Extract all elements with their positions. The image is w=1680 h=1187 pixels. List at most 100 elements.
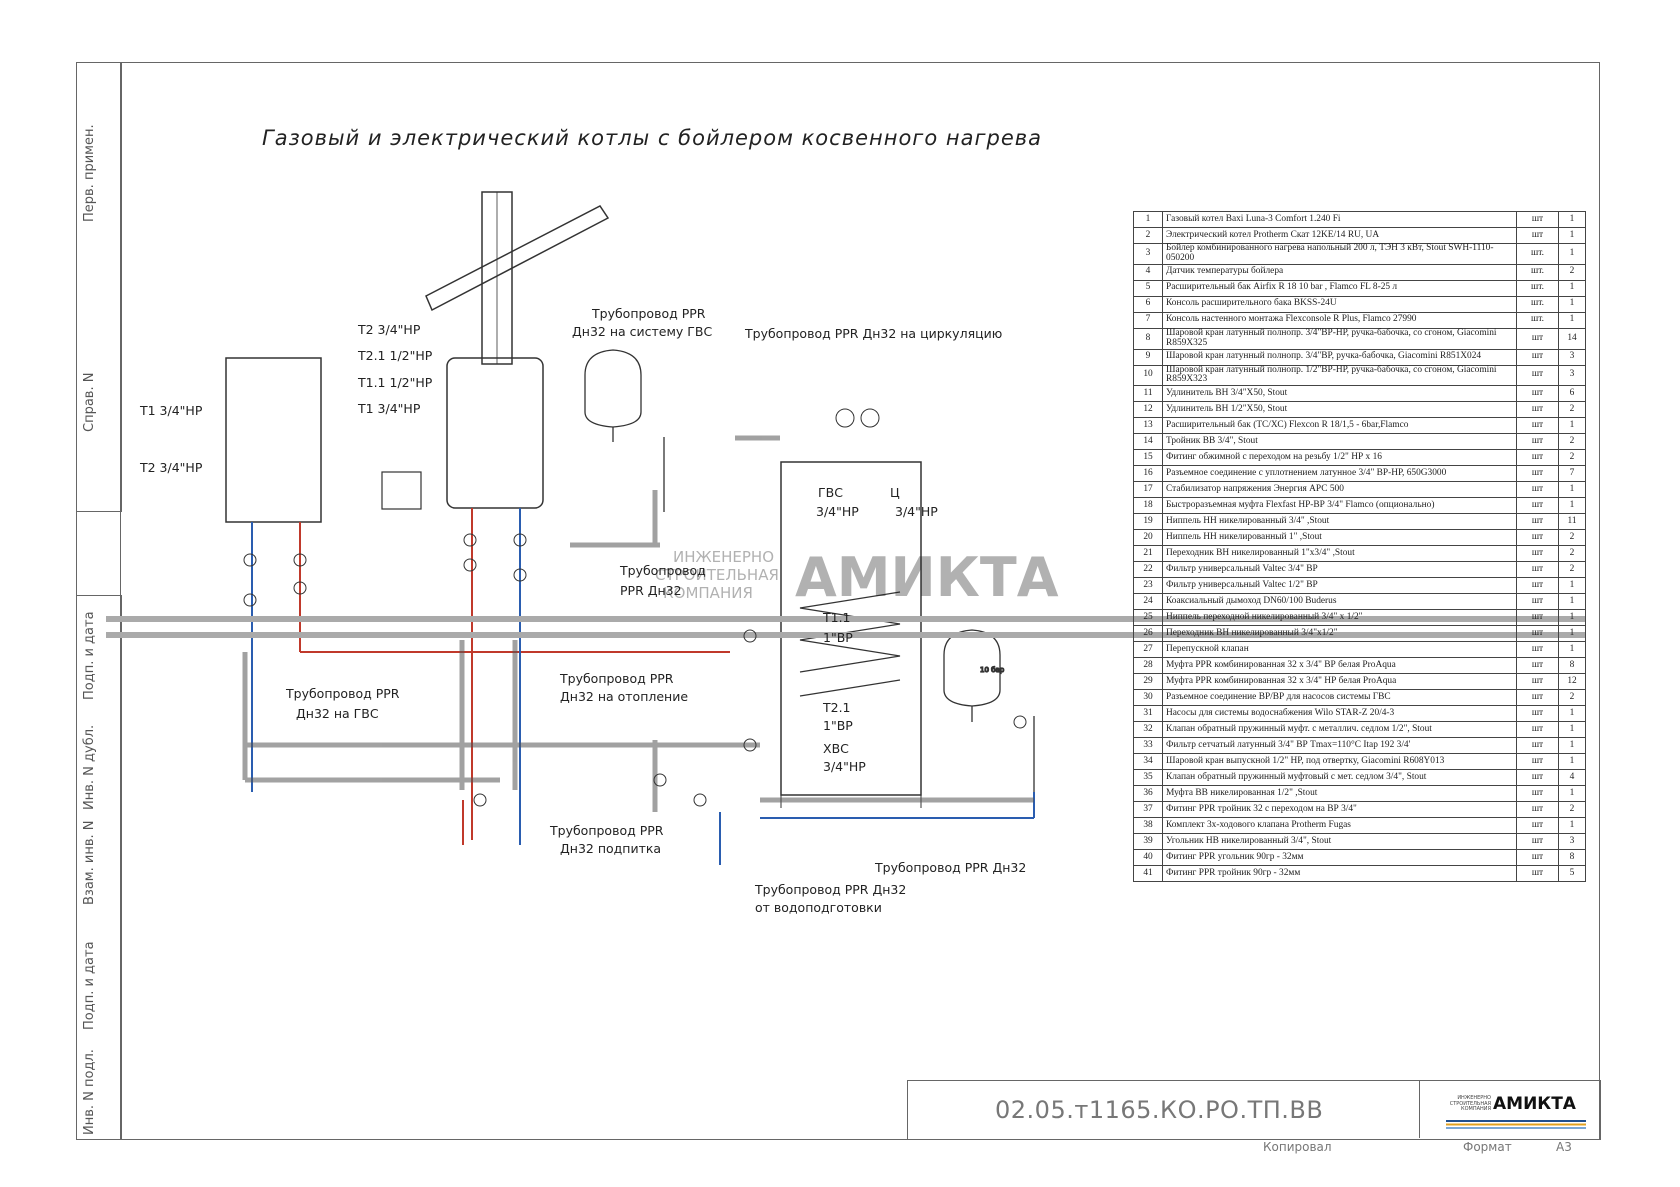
- spec-cell-n: 10: [1133, 364, 1163, 387]
- title-block: [907, 1080, 1601, 1140]
- spec-cell-q: 1: [1558, 737, 1586, 755]
- spec-cell-d: Шаровой кран выпускной 1/2" НР, под отве…: [1162, 753, 1517, 771]
- spec-cell-d: Шаровой кран латунный полнопр. 3/4"ВР-НР…: [1162, 327, 1517, 350]
- spec-cell-n: 23: [1133, 577, 1163, 595]
- specification-table: 1 Газовый котел Baxi Luna-3 Comfort 1.240…: [1133, 211, 1586, 883]
- spec-cell-n: 31: [1133, 705, 1163, 723]
- label-ppr-heat-2: Дн32 на отопление: [560, 689, 688, 704]
- spec-cell-q: 1: [1558, 279, 1586, 297]
- spec-cell-q: 8: [1558, 849, 1586, 867]
- spec-cell-n: 13: [1133, 417, 1163, 435]
- spec-cell-q: 3: [1558, 348, 1586, 366]
- spec-cell-d: Разъемное соединение ВР/ВР для насосов с…: [1162, 689, 1517, 707]
- spec-cell-u: шт: [1516, 227, 1559, 244]
- label-c-2: 3/4"НР: [895, 504, 938, 519]
- spec-cell-n: 29: [1133, 673, 1163, 691]
- spec-cell-d: Ниппель переходной никелированный 3/4" х…: [1162, 609, 1517, 627]
- label-ppr-heat-1: Трубопровод PPR: [559, 671, 674, 686]
- spec-cell-q: 4: [1558, 769, 1586, 787]
- spec-cell-q: 14: [1558, 327, 1586, 350]
- spec-cell-d: Клапан обратный пружинный муфтовый с мет…: [1162, 769, 1517, 787]
- label-t2-left: Т2 3/4"НР: [139, 460, 203, 475]
- spec-cell-q: 1: [1558, 817, 1586, 835]
- spec-cell-d: Комплект 3х-ходового клапана Protherm Fu…: [1162, 817, 1517, 835]
- side-strip-top: [76, 62, 122, 512]
- spec-cell-u: шт: [1516, 401, 1559, 419]
- spec-cell-q: 1: [1558, 577, 1586, 595]
- logo-box: [1419, 1080, 1600, 1138]
- spec-cell-u: шт: [1516, 785, 1559, 803]
- spec-cell-u: шт: [1516, 417, 1559, 435]
- spec-cell-u: шт: [1516, 817, 1559, 835]
- spec-cell-d: Быстроразъемная муфта Flexfast НР-ВР 3/4…: [1162, 497, 1517, 515]
- label-t2-right: Т2 3/4"НР: [357, 322, 421, 337]
- logo-stripes: [1446, 1120, 1586, 1129]
- spec-cell-n: 9: [1133, 348, 1163, 366]
- spec-cell-n: 41: [1133, 865, 1163, 883]
- spec-cell-n: 28: [1133, 657, 1163, 675]
- label-t21: Т2.1 1/2"НР: [357, 348, 433, 363]
- spec-cell-u: шт: [1516, 689, 1559, 707]
- tank-rating: 10 бар: [980, 666, 1005, 674]
- fittings: [243, 408, 1027, 807]
- spec-cell-u: шт.: [1516, 243, 1559, 265]
- spec-cell-q: 1: [1558, 721, 1586, 739]
- label-ppr-water-1: Трубопровод PPR Дн32: [754, 882, 906, 897]
- spec-cell-q: 3: [1558, 364, 1586, 387]
- band-1: [106, 616, 1586, 622]
- spec-cell-q: 1: [1558, 785, 1586, 803]
- spec-cell-q: 2: [1558, 401, 1586, 419]
- spec-cell-u: шт: [1516, 673, 1559, 691]
- spec-cell-d: Газовый котел Baxi Luna-3 Comfort 1.240 …: [1162, 211, 1517, 228]
- spec-cell-d: Тройник ВВ 3/4", Stout: [1162, 433, 1517, 451]
- heating-coil-2: [799, 679, 901, 697]
- spec-cell-n: 37: [1133, 801, 1163, 819]
- spec-cell-q: 2: [1558, 433, 1586, 451]
- label-xvs-2: 3/4"НР: [823, 759, 866, 774]
- label-t1-left: Т1 3/4"НР: [139, 403, 203, 418]
- spec-cell-q: 1: [1558, 311, 1586, 329]
- label-gvs-2: 3/4"НР: [816, 504, 859, 519]
- spec-cell-d: Фильтр сетчатый латунный 3/4" ВР Tmax=11…: [1162, 737, 1517, 755]
- spec-cell-d: Датчик температуры бойлера: [1162, 263, 1517, 281]
- spec-cell-n: 5: [1133, 279, 1163, 297]
- spec-cell-u: шт: [1516, 529, 1559, 547]
- company-logo: АМИКТА: [1493, 1094, 1576, 1114]
- spec-cell-u: шт: [1516, 497, 1559, 515]
- spec-cell-d: Фитинг PPR угольник 90гр - 32мм: [1162, 849, 1517, 867]
- watermark-line3: КОМПАНИЯ: [663, 584, 753, 602]
- spec-cell-q: 3: [1558, 833, 1586, 851]
- label-ppr-dn32: Трубопровод PPR Дн32: [874, 860, 1026, 875]
- label-ppr-gvs-left-1: Трубопровод PPR: [285, 686, 400, 701]
- spec-cell-d: Клапан обратный пружинный муфт. с металл…: [1162, 721, 1517, 739]
- watermark-brand: АМИКТА: [795, 546, 1059, 609]
- gas-boiler: [446, 357, 544, 509]
- spec-cell-u: шт: [1516, 641, 1559, 659]
- spec-cell-d: Электрический котел Protherm Скат 12KE/1…: [1162, 227, 1517, 244]
- spec-cell-n: 32: [1133, 721, 1163, 739]
- spec-cell-n: 16: [1133, 465, 1163, 483]
- spec-cell-d: Муфта ВВ никелированная 1/2" ,Stout: [1162, 785, 1517, 803]
- spec-cell-u: шт: [1516, 721, 1559, 739]
- spec-cell-n: 19: [1133, 513, 1163, 531]
- spec-cell-u: шт: [1516, 657, 1559, 675]
- spec-cell-d: Фильтр универсальный Valtec 1/2" ВР: [1162, 577, 1517, 595]
- spec-cell-d: Фитинг PPR тройник 90гр - 32мм: [1162, 865, 1517, 883]
- spec-cell-d: Муфта PPR комбинированная 32 х 3/4" ВР б…: [1162, 657, 1517, 675]
- spec-cell-d: Консоль настенного монтажа Flexconsole R…: [1162, 311, 1517, 329]
